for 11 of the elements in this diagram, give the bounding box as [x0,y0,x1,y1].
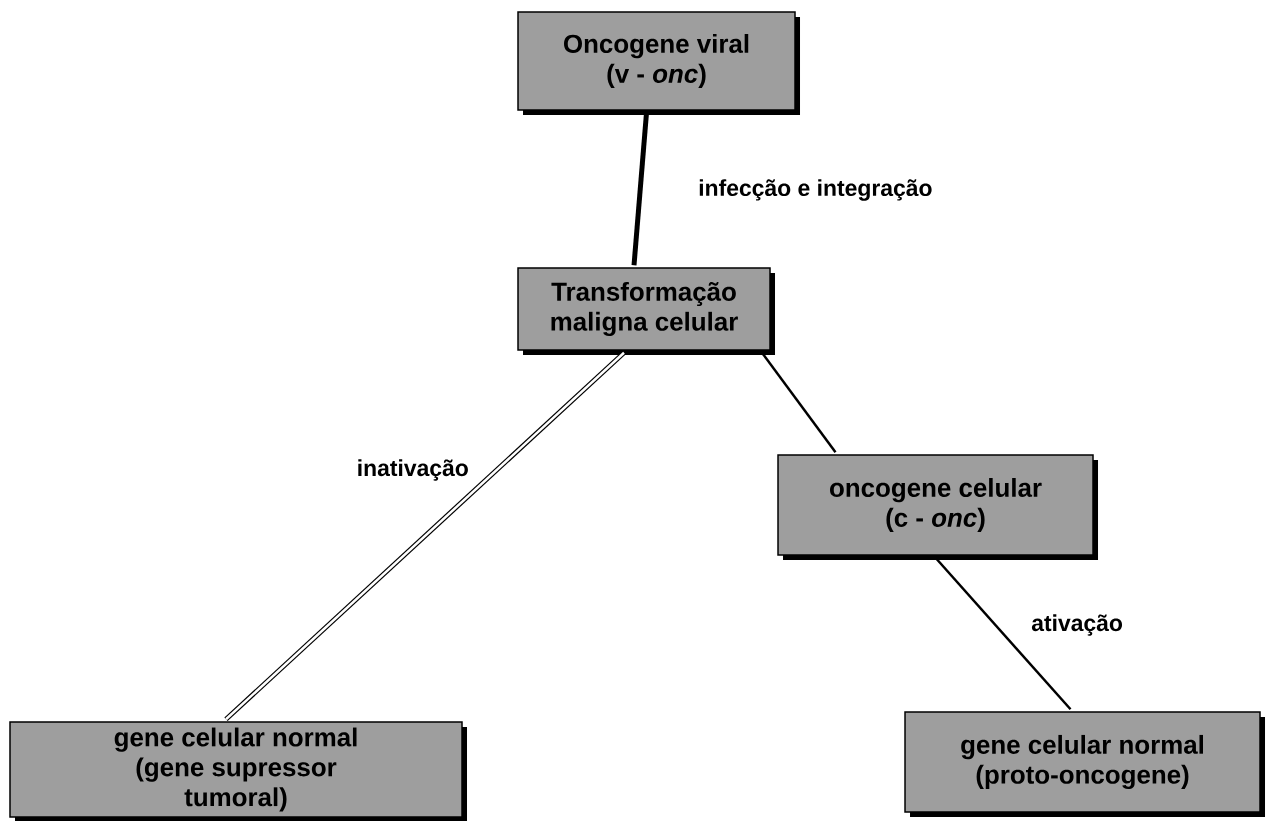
gene-box: Oncogene viral (v - onc) [517,11,800,115]
gene-box: gene celular normal (proto-oncogene) [904,711,1265,817]
edge-label: inativação [355,458,470,482]
connector-line [224,350,626,722]
edge-label: ativação [1030,613,1124,637]
gene-box: gene celular normal (gene supressor tumoral) [9,721,467,821]
gene-box: Transformação maligna celular [517,267,775,355]
edge-label: infecção e integração [697,178,934,202]
gene-box: oncogene celular (c - onc) [777,454,1098,560]
connector-line [761,352,837,453]
connector-line [631,112,649,266]
